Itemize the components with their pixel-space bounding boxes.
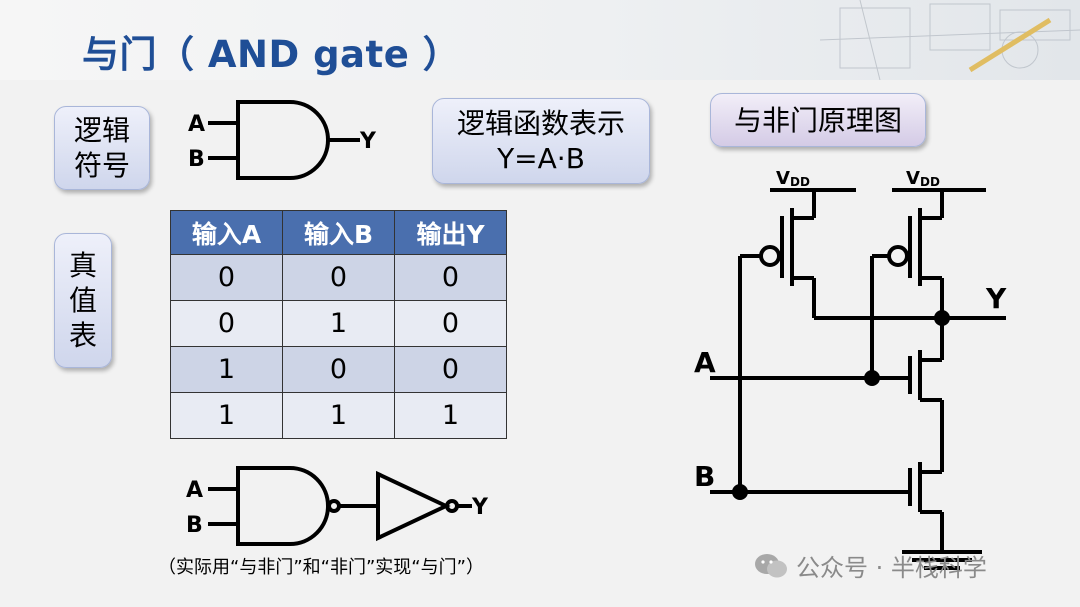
nand-schematic-label: 与非门原理图 — [710, 93, 926, 147]
truth-cell: 0 — [282, 254, 395, 301]
table-row: 0 1 0 — [170, 300, 507, 347]
schematic-input-b: B — [694, 460, 715, 493]
truth-cell: 1 — [282, 300, 395, 347]
truth-header: 输入B — [282, 210, 395, 255]
vdd-subscript: DD — [920, 175, 940, 189]
vdd-subscript: DD — [790, 175, 810, 189]
truth-table: 输入A 输入B 输出Y 0 0 0 0 1 0 1 0 0 1 1 1 — [170, 210, 507, 439]
wechat-icon — [755, 553, 787, 577]
truth-cell: 0 — [394, 254, 507, 301]
vdd-label: V — [776, 168, 790, 189]
truth-cell: 0 — [394, 300, 507, 347]
nand-not-symbol: A B Y — [186, 466, 489, 546]
truth-header: 输出Y — [394, 210, 507, 255]
nand-output-y: Y — [471, 495, 489, 520]
table-row: 0 0 0 — [170, 254, 507, 301]
pencil-icon — [968, 17, 1052, 73]
table-row: 1 1 1 — [170, 392, 507, 439]
schematic-output-y: Y — [985, 282, 1007, 315]
schematic-input-a: A — [694, 346, 716, 379]
truth-cell: 1 — [394, 392, 507, 439]
inversion-bubble — [327, 499, 341, 513]
logic-function-box: 逻辑函数表示 Y=A·B — [432, 98, 650, 184]
junction-dot — [732, 484, 748, 500]
gate-input-a: A — [188, 112, 205, 137]
gate-output-y: Y — [359, 129, 377, 154]
cmos-nand-schematic: V DD V DD Y A B — [694, 168, 1007, 570]
truth-cell: 0 — [170, 300, 283, 347]
truth-cell: 0 — [170, 254, 283, 301]
truth-cell: 0 — [282, 346, 395, 393]
junction-dot — [934, 310, 950, 326]
truth-cell: 1 — [170, 392, 283, 439]
logic-symbol-label: 逻辑 符号 — [54, 106, 150, 190]
truth-cell: 1 — [170, 346, 283, 393]
caption: （实际用“与非门”和“非门”实现“与门”） — [158, 557, 484, 578]
watermark: 公众号 · 半栈科学 — [754, 548, 987, 583]
page-title: 与门（ AND gate ） — [82, 33, 461, 76]
truth-cell: 0 — [394, 346, 507, 393]
truth-cell: 1 — [282, 392, 395, 439]
title-bar — [0, 0, 1080, 80]
table-row: 1 0 0 — [170, 346, 507, 393]
truth-header: 输入A — [170, 210, 283, 255]
blueprint-sketch-decoration — [820, 0, 1080, 80]
and-gate-symbol: A B Y — [188, 100, 377, 180]
nand-input-a: A — [186, 478, 203, 503]
nand-input-b: B — [186, 513, 203, 538]
junction-dot — [864, 370, 880, 386]
inversion-bubble — [445, 499, 459, 513]
truth-table-label: 真 值 表 — [54, 233, 112, 368]
gate-input-b: B — [188, 147, 205, 172]
vdd-label: V — [906, 168, 920, 189]
